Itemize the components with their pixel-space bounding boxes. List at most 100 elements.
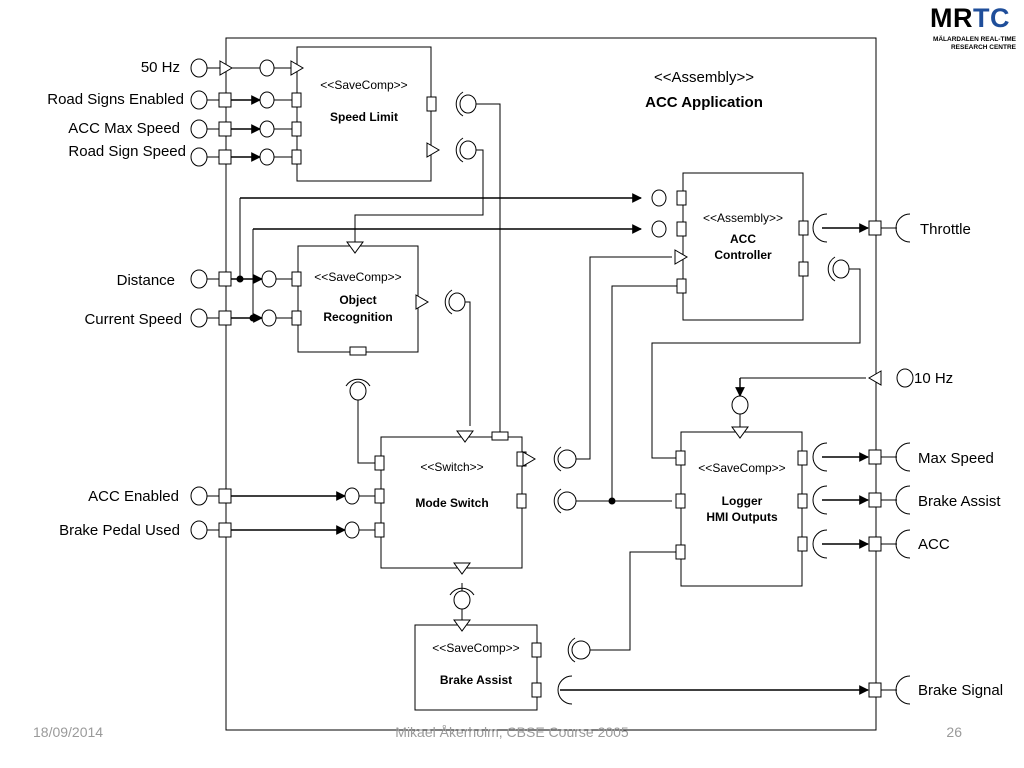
socket-acc-out xyxy=(827,256,836,282)
wire-acc-to-logger xyxy=(651,268,861,459)
socket-ms-bottom xyxy=(449,587,475,596)
port-maxspeed-boundary xyxy=(868,449,882,465)
port-rse-boundary xyxy=(218,92,232,108)
port-rss-boundary xyxy=(218,149,232,165)
ball-ba-out xyxy=(571,640,591,660)
trigger-10hz-boundary xyxy=(868,370,882,386)
port-brakesignal-boundary xyxy=(868,682,882,698)
socket-logger-2 xyxy=(812,485,828,515)
ports xyxy=(218,92,882,698)
assembly-title: ACC Application xyxy=(645,94,763,111)
ball-rse xyxy=(190,90,208,110)
footer-page-number: 26 xyxy=(946,724,962,740)
ball-distance xyxy=(190,269,208,289)
connection-lines xyxy=(207,67,897,695)
trigger-sl-out xyxy=(426,142,440,158)
logo-main-text: MRTC xyxy=(930,3,1010,33)
wire-speedlimit-to-objrec xyxy=(354,149,484,242)
output-labels: Throttle Max Speed Brake Assist ACC Brak… xyxy=(918,221,1003,699)
speed-limit-stereotype: <<SaveComp>> xyxy=(320,78,407,92)
ball-ms-1 xyxy=(344,487,360,505)
label-brake-pedal-used: Brake Pedal Used xyxy=(59,522,180,539)
socket-ms-out-2 xyxy=(553,488,562,514)
port-throttle-boundary xyxy=(868,220,882,236)
label-acc-out: ACC xyxy=(918,536,950,553)
socket-logger-1 xyxy=(812,442,828,472)
port-lg-in-1 xyxy=(675,450,686,466)
port-ba-out-2 xyxy=(531,682,542,698)
objrec-name-line-2: Recognition xyxy=(323,310,392,324)
socket-brakesignal-ext xyxy=(895,675,911,705)
trigger-or-in xyxy=(346,241,364,254)
socket-throttle-ext xyxy=(895,213,911,243)
acc-controller-stereotype: <<Assembly>> xyxy=(703,211,783,225)
component-acc-controller: <<Assembly>> ACC Controller xyxy=(682,172,804,321)
ball-sl-out-2 xyxy=(459,140,477,160)
port-sl-in-3 xyxy=(291,149,302,165)
label-current-speed: Current Speed xyxy=(84,311,182,328)
wire-modeswitch-to-acc-2 xyxy=(611,285,679,501)
footer-author: Mikael Åkerholm, CBSE Course 2005 xyxy=(395,724,629,740)
socket-ms-out-1 xyxy=(553,446,562,472)
socket-throttle xyxy=(812,213,828,243)
socket-maxspeed-ext xyxy=(895,442,911,472)
trigger-50hz-boundary xyxy=(219,60,233,76)
port-acc-in-2 xyxy=(676,221,687,237)
interface-symbols xyxy=(190,58,914,705)
ball-or-out xyxy=(448,292,466,312)
trigger-acc-in xyxy=(674,249,688,265)
port-acc-in-4 xyxy=(676,278,687,294)
junction-modeswitch-out xyxy=(608,497,616,505)
junction-dots xyxy=(236,275,616,505)
component-logger: <<SaveComp>> Logger HMI Outputs xyxy=(680,431,803,587)
socket-logger-3 xyxy=(812,529,828,559)
label-acc-enabled: ACC Enabled xyxy=(88,488,179,505)
port-ms-top xyxy=(491,431,509,441)
port-acc-out-2 xyxy=(798,261,809,277)
ball-sl-1 xyxy=(259,59,275,77)
socket-ba-out xyxy=(567,637,576,663)
port-accmax-boundary xyxy=(218,121,232,137)
logger-stereotype: <<SaveComp>> xyxy=(698,461,785,475)
ball-50hz xyxy=(190,58,208,78)
ball-or-1 xyxy=(261,270,277,288)
label-distance: Distance xyxy=(117,272,175,289)
junction-distance xyxy=(236,275,244,283)
logo-accent-text: TC xyxy=(973,3,1010,33)
ball-acc-1 xyxy=(651,189,667,207)
ball-or-bottom xyxy=(349,381,367,401)
logger-name-line-2: HMI Outputs xyxy=(706,510,778,524)
ball-acc-2 xyxy=(651,220,667,238)
port-lg-out-1 xyxy=(797,450,808,466)
port-sl-in-2 xyxy=(291,121,302,137)
speed-limit-name: Speed Limit xyxy=(330,110,398,124)
label-road-sign-speed: Road Sign Speed xyxy=(68,143,186,160)
port-or-bottom xyxy=(349,346,367,356)
port-distance-boundary xyxy=(218,271,232,287)
ball-ms-out-1 xyxy=(557,449,577,469)
label-10hz: 10 Hz xyxy=(914,370,953,387)
port-lg-in-2 xyxy=(675,493,686,509)
socket-or-bottom xyxy=(345,378,371,387)
socket-or-out xyxy=(444,289,453,315)
socket-sl-1 xyxy=(455,91,464,117)
input-labels: 50 Hz Road Signs Enabled ACC Max Speed R… xyxy=(47,59,953,539)
port-lg-out-2 xyxy=(797,493,808,509)
trigger-ms-in xyxy=(456,430,474,443)
port-acc-boundary xyxy=(868,536,882,552)
label-max-speed: Max Speed xyxy=(918,450,994,467)
assembly-stereotype: <<Assembly>> xyxy=(654,69,754,86)
ball-accen xyxy=(190,486,208,506)
wire-brakeassist-to-logger xyxy=(590,551,676,651)
trigger-sl-in xyxy=(290,60,304,76)
mode-switch-stereotype: <<Switch>> xyxy=(420,460,483,474)
port-brakeassist-boundary xyxy=(868,492,882,508)
port-or-in-1 xyxy=(291,271,302,287)
mode-switch-name: Mode Switch xyxy=(415,496,488,510)
component-brake-assist: <<SaveComp>> Brake Assist xyxy=(414,624,538,711)
port-acc-out-1 xyxy=(798,220,809,236)
ball-10hz xyxy=(896,368,914,388)
wire-modeswitch-to-acc xyxy=(576,256,672,460)
socket-ba-out-2 xyxy=(557,675,573,705)
